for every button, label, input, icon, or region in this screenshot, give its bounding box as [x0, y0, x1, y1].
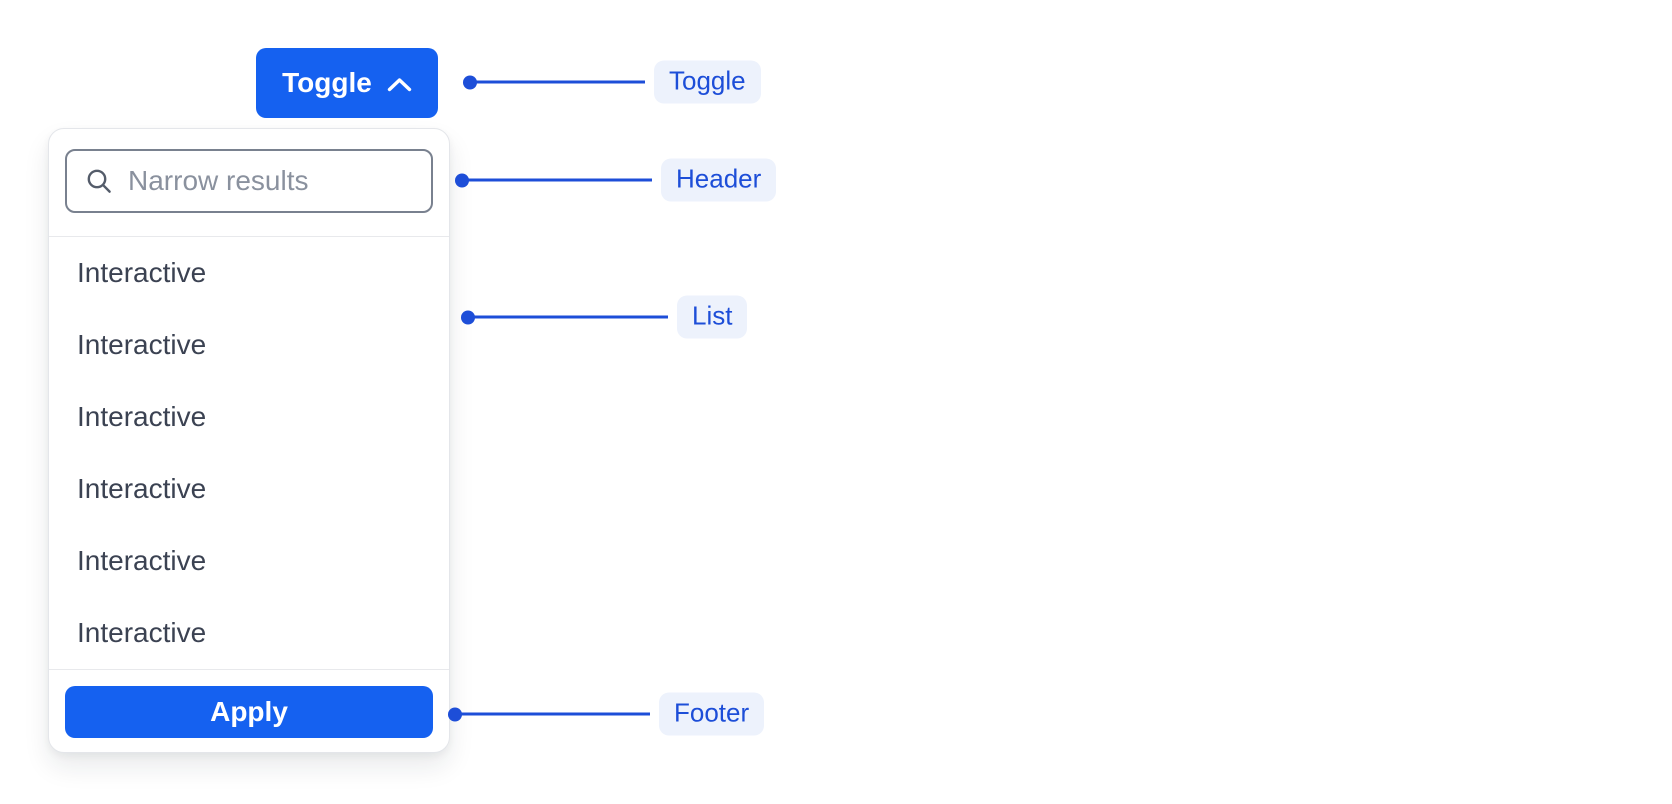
search-icon — [85, 167, 113, 195]
annotation-toggle: Toggle — [463, 60, 761, 104]
connector-dot — [461, 310, 475, 324]
dropdown-panel: Interactive Interactive Interactive Inte… — [48, 128, 450, 753]
toggle-button[interactable]: Toggle — [256, 48, 438, 118]
dropdown-header — [49, 129, 449, 236]
annotation-list: List — [461, 295, 748, 339]
connector-dot — [455, 173, 469, 187]
chevron-up-icon — [387, 77, 412, 92]
connector-dot — [463, 75, 477, 89]
annotation-label-footer: Footer — [659, 692, 765, 736]
list-item[interactable]: Interactive — [77, 257, 207, 288]
annotation-footer: Footer — [448, 692, 765, 736]
dropdown-footer: Apply — [49, 670, 449, 754]
connector-line — [467, 178, 652, 182]
connector-line — [475, 80, 645, 84]
footer-divider — [49, 669, 449, 670]
annotation-label-header: Header — [661, 158, 777, 202]
list-item[interactable]: Interactive — [77, 473, 207, 504]
annotation-header: Header — [455, 158, 777, 202]
search-input[interactable] — [128, 165, 413, 197]
connector-dot — [448, 707, 462, 721]
header-divider — [49, 236, 449, 237]
apply-button[interactable]: Apply — [65, 686, 433, 738]
list-item[interactable]: Interactive — [77, 329, 207, 360]
connector-line — [460, 712, 650, 716]
connector-line — [473, 315, 668, 319]
list-item[interactable]: Interactive — [77, 617, 207, 648]
toggle-button-label: Toggle — [282, 67, 372, 98]
list-item[interactable]: Interactive — [77, 545, 207, 576]
search-box — [65, 149, 433, 213]
list-item[interactable]: Interactive — [77, 401, 207, 432]
annotation-label-toggle: Toggle — [654, 60, 761, 104]
annotation-label-list: List — [677, 295, 748, 339]
dropdown-list: Interactive Interactive Interactive Inte… — [49, 237, 449, 669]
